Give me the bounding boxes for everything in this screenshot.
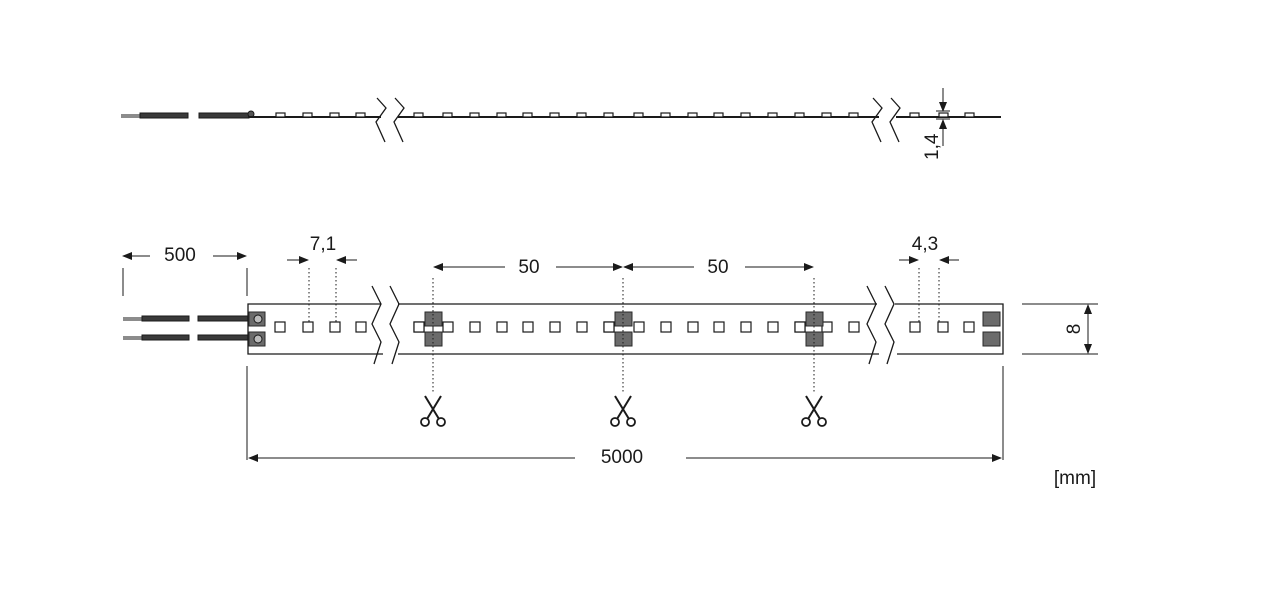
scissors-icon bbox=[801, 395, 827, 427]
end-spacing-dimension: 4,3 bbox=[899, 234, 959, 264]
height-label: 1,4 bbox=[922, 133, 943, 160]
end-solder-pads bbox=[982, 311, 1001, 347]
cut-pitch-label-1: 50 bbox=[518, 257, 539, 278]
strip-length-dimension: 5000 bbox=[246, 366, 1004, 468]
led-pitch-dimension: 7,1 bbox=[287, 234, 357, 264]
side-view-strip bbox=[248, 97, 1001, 143]
unit-label: [mm] bbox=[1054, 468, 1096, 489]
top-view-cables bbox=[123, 315, 249, 341]
top-view: 500 7,1 50 50 4,3 bbox=[122, 234, 1098, 489]
lead-length-dimension: 500 bbox=[122, 245, 248, 296]
cut-pitch-dimension-1: 50 bbox=[433, 257, 623, 278]
led-pitch-label: 7,1 bbox=[310, 234, 336, 255]
strip-length-label: 5000 bbox=[601, 447, 643, 468]
top-view-strip bbox=[247, 285, 1004, 365]
scissors-icon bbox=[420, 395, 446, 427]
cut-pitch-label-2: 50 bbox=[707, 257, 728, 278]
lead-length-label: 500 bbox=[164, 245, 196, 266]
strip-width-dimension: 8 bbox=[1022, 303, 1098, 355]
cut-lines bbox=[308, 268, 940, 394]
end-spacing-label: 4,3 bbox=[912, 234, 938, 255]
side-view-leds bbox=[275, 112, 975, 118]
cut-pitch-dimension-2: 50 bbox=[623, 257, 814, 278]
strip-width-label: 8 bbox=[1064, 324, 1085, 335]
start-solder-pads bbox=[248, 311, 266, 347]
scissors-icon bbox=[610, 395, 636, 427]
side-view: 1,4 bbox=[121, 88, 1001, 160]
height-dimension: 1,4 bbox=[922, 88, 950, 160]
side-view-cable bbox=[121, 110, 255, 119]
